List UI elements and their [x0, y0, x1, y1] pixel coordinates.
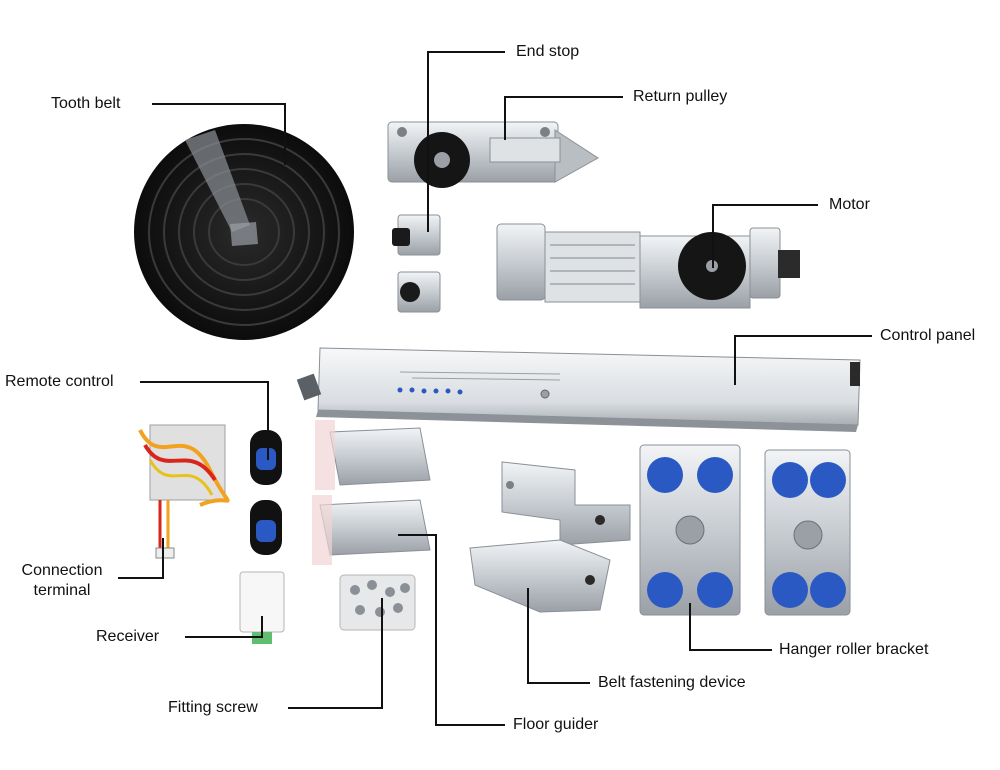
- label-belt-fastening-device: Belt fastening device: [598, 674, 746, 691]
- leader-belt-fastening: [527, 588, 590, 684]
- leader-tooth-belt: [152, 103, 286, 165]
- label-return-pulley: Return pulley: [633, 88, 728, 105]
- leader-connection-terminal: [118, 538, 164, 579]
- leader-floor-guider: [398, 534, 505, 726]
- leader-motor: [712, 204, 818, 268]
- motor-image: [496, 223, 800, 309]
- label-floor-guider: Floor guider: [513, 716, 599, 733]
- fitting-screw-image: [339, 574, 416, 631]
- end-stop-image: [392, 214, 441, 313]
- leader-fitting-screw: [288, 598, 383, 709]
- hanger-roller-bracket-image: [639, 444, 851, 616]
- label-motor: Motor: [829, 196, 870, 213]
- label-end-stop: End stop: [516, 43, 580, 60]
- control-panel-image: [296, 347, 861, 432]
- belt-fastening-device-image: [469, 461, 631, 613]
- tooth-belt-image: [134, 124, 354, 340]
- remote-control-image: [250, 430, 282, 555]
- leader-hanger-roller: [689, 603, 772, 651]
- label-control-panel: Control panel: [880, 327, 976, 344]
- label-connection-terminal-line2: terminal: [33, 582, 91, 599]
- leader-return-pulley: [504, 96, 623, 140]
- leader-control-panel: [734, 335, 872, 385]
- leader-receiver: [185, 616, 263, 638]
- label-fitting-screw: Fitting screw: [168, 699, 258, 716]
- label-tooth-belt: Tooth belt: [51, 95, 121, 112]
- leader-remote-control: [140, 381, 269, 460]
- return-pulley-image: [387, 121, 599, 188]
- floor-guider-image: [312, 420, 431, 565]
- label-remote-control: Remote control: [5, 373, 114, 390]
- leader-lines: [118, 51, 872, 726]
- label-receiver: Receiver: [96, 628, 160, 645]
- label-connection-terminal-line1: Connection: [21, 562, 103, 579]
- connection-terminal-image: [138, 424, 230, 559]
- label-hanger-roller-bracket: Hanger roller bracket: [779, 641, 929, 658]
- leader-end-stop: [427, 51, 505, 232]
